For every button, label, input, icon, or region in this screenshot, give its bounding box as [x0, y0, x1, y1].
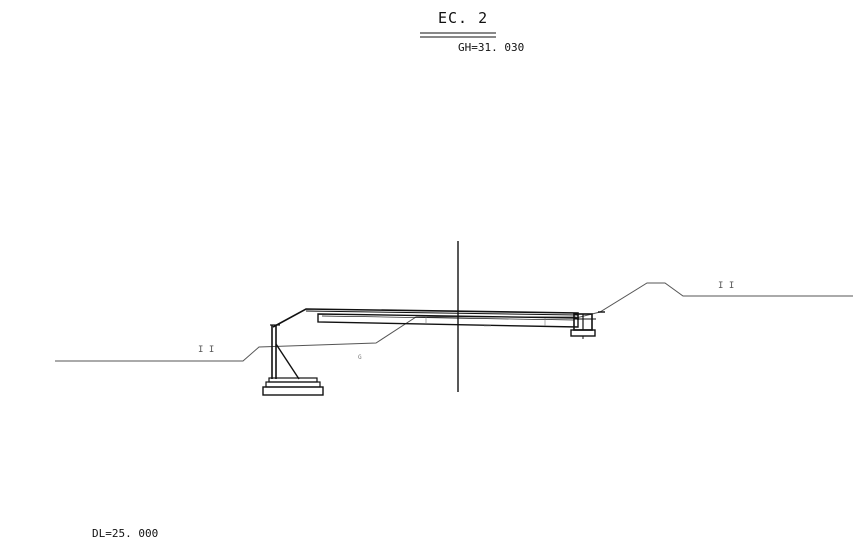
- left-footing-mid: [265, 381, 321, 388]
- main-girder: [317, 313, 579, 328]
- deck-second-edge: [305, 310, 579, 316]
- small-label-g: G: [358, 354, 362, 361]
- left-ground-mark: I I: [198, 345, 215, 355]
- datum-level-label: DL=25. 000: [92, 527, 159, 540]
- left-footing-base: [262, 386, 324, 396]
- ground-profile-line: [55, 282, 853, 362]
- ground-height-label: GH=31. 030: [458, 41, 525, 54]
- right-bearing-base: [570, 329, 596, 337]
- right-ground-mark: I I: [718, 281, 735, 291]
- section-title: EC. 2: [438, 9, 489, 27]
- girder-inner-line: [321, 315, 575, 321]
- deck-top-edge: [272, 308, 579, 328]
- left-pier-brace: [275, 343, 300, 380]
